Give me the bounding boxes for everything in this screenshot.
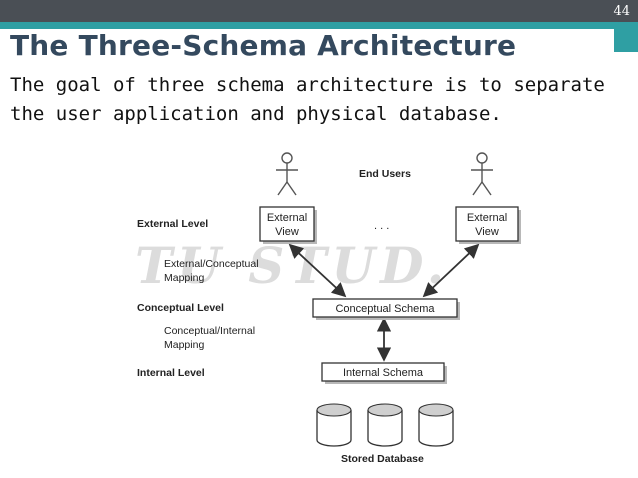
end-user-right-icon [471, 152, 493, 196]
arrow-right-view-conceptual [422, 243, 480, 298]
slide-title: The Three-Schema Architecture [10, 29, 517, 62]
accent-bar [0, 22, 638, 29]
arrow-left-view-conceptual [288, 243, 347, 298]
external-view-right-box: External View [455, 206, 521, 244]
database-cylinder-1-icon [316, 403, 352, 447]
ext-conc-mapping-line1: External/Conceptual [164, 258, 259, 270]
accent-bar-tab [614, 22, 638, 52]
external-view-right-line2: View [475, 226, 499, 238]
header-bar [0, 0, 638, 22]
internal-schema-box: Internal Schema [321, 362, 447, 384]
conc-int-mapping-line2: Mapping [164, 339, 204, 351]
ellipsis: . . . [374, 220, 389, 232]
slide-number: 44 [613, 4, 630, 19]
ext-conc-mapping-line2: Mapping [164, 272, 204, 284]
conceptual-level-label: Conceptual Level [137, 302, 224, 314]
external-view-left-line2: View [275, 226, 299, 238]
conc-int-mapping-line1: Conceptual/Internal [164, 325, 255, 337]
external-view-left-line1: External [267, 212, 307, 224]
external-level-label: External Level [137, 218, 208, 230]
end-users-label: End Users [359, 168, 411, 180]
database-cylinder-2-icon [367, 403, 403, 447]
internal-schema-label: Internal Schema [343, 367, 424, 379]
database-cylinder-3-icon [418, 403, 454, 447]
conceptual-schema-box: Conceptual Schema [312, 298, 460, 320]
internal-level-label: Internal Level [137, 367, 205, 379]
end-user-left-icon [276, 152, 298, 196]
slide-subtitle: The goal of three schema architecture is… [10, 74, 605, 125]
external-view-right-line1: External [467, 212, 507, 224]
external-view-left-box: External View [259, 206, 317, 244]
stored-database-label: Stored Database [341, 453, 424, 465]
conceptual-schema-label: Conceptual Schema [335, 303, 435, 315]
